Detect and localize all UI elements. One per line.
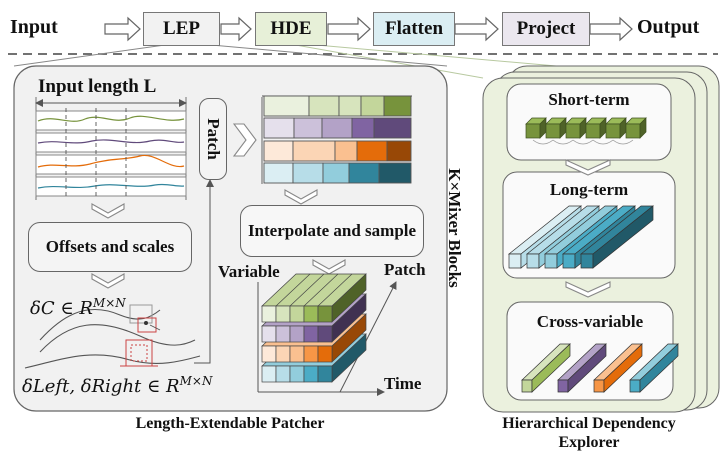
flow-project-box: Project [502, 12, 590, 46]
axis-patch-label: Patch [384, 260, 426, 279]
cross-variable-bars [521, 343, 679, 393]
chevron-down-icon [565, 159, 611, 176]
chevron-down-icon [565, 281, 611, 298]
cross-variable-label: Cross-variable [536, 312, 644, 331]
flow-output-label: Output [637, 16, 700, 38]
short-term-link [532, 139, 554, 145]
delta-left-right-formula: δLeft, δRight ∈ RM×N [22, 374, 213, 397]
deformation-illustration [24, 304, 201, 369]
short-term-cube [525, 117, 547, 139]
short-term-cube [565, 117, 587, 139]
input-series-group [35, 108, 187, 198]
flow-hde-box: HDE [255, 12, 327, 46]
delta-c-formula: δC ∈ RM×N [30, 296, 126, 319]
hde-callout-line-left [289, 43, 484, 79]
hde-caption-line1: Hierarchical Dependency [502, 415, 676, 432]
lep-callout-line-left [13, 43, 173, 67]
patch-grid [261, 95, 412, 184]
flow-flatten-box: Flatten [373, 12, 455, 46]
short-term-cube [585, 117, 607, 139]
input-length-label: Input length L [38, 76, 157, 97]
patch-tensor-3d [257, 273, 397, 396]
connector-arrow [194, 179, 214, 364]
short-term-link [552, 139, 574, 145]
offsets-scales-box: Offsets and scales [28, 222, 192, 272]
short-term-cube [605, 117, 627, 139]
chevron-right-icon [232, 123, 257, 157]
flow-arrows [104, 16, 633, 42]
short-term-cubes [525, 117, 647, 145]
long-term-bars [508, 205, 654, 269]
short-term-cube [625, 117, 647, 139]
long-term-label: Long-term [549, 180, 629, 199]
axis-time-label: Time [384, 374, 422, 393]
patch-box: Patch [199, 98, 227, 180]
chevron-down-icon [91, 273, 125, 289]
hde-caption-line2: Explorer [558, 434, 620, 451]
flow-input-label: Input [10, 16, 58, 38]
axis-variable-label: Variable [218, 262, 280, 281]
chevron-down-icon [284, 189, 318, 205]
short-term-label: Short-term [548, 90, 630, 109]
short-term-cube [545, 117, 567, 139]
short-term-link [572, 139, 594, 145]
flow-lep-box: LEP [143, 12, 220, 46]
lep-caption: Length-Extendable Patcher [135, 415, 325, 432]
short-term-link [612, 139, 634, 145]
short-term-link [592, 139, 614, 145]
chevron-down-icon [312, 259, 346, 275]
mixer-blocks-label: K×Mixer Blocks [445, 168, 464, 288]
lep-callout-line-right [199, 43, 448, 67]
patch-box-label: Patch [204, 118, 224, 160]
chevron-down-icon [91, 203, 125, 219]
interpolate-sample-box: Interpolate and sample [240, 205, 424, 257]
